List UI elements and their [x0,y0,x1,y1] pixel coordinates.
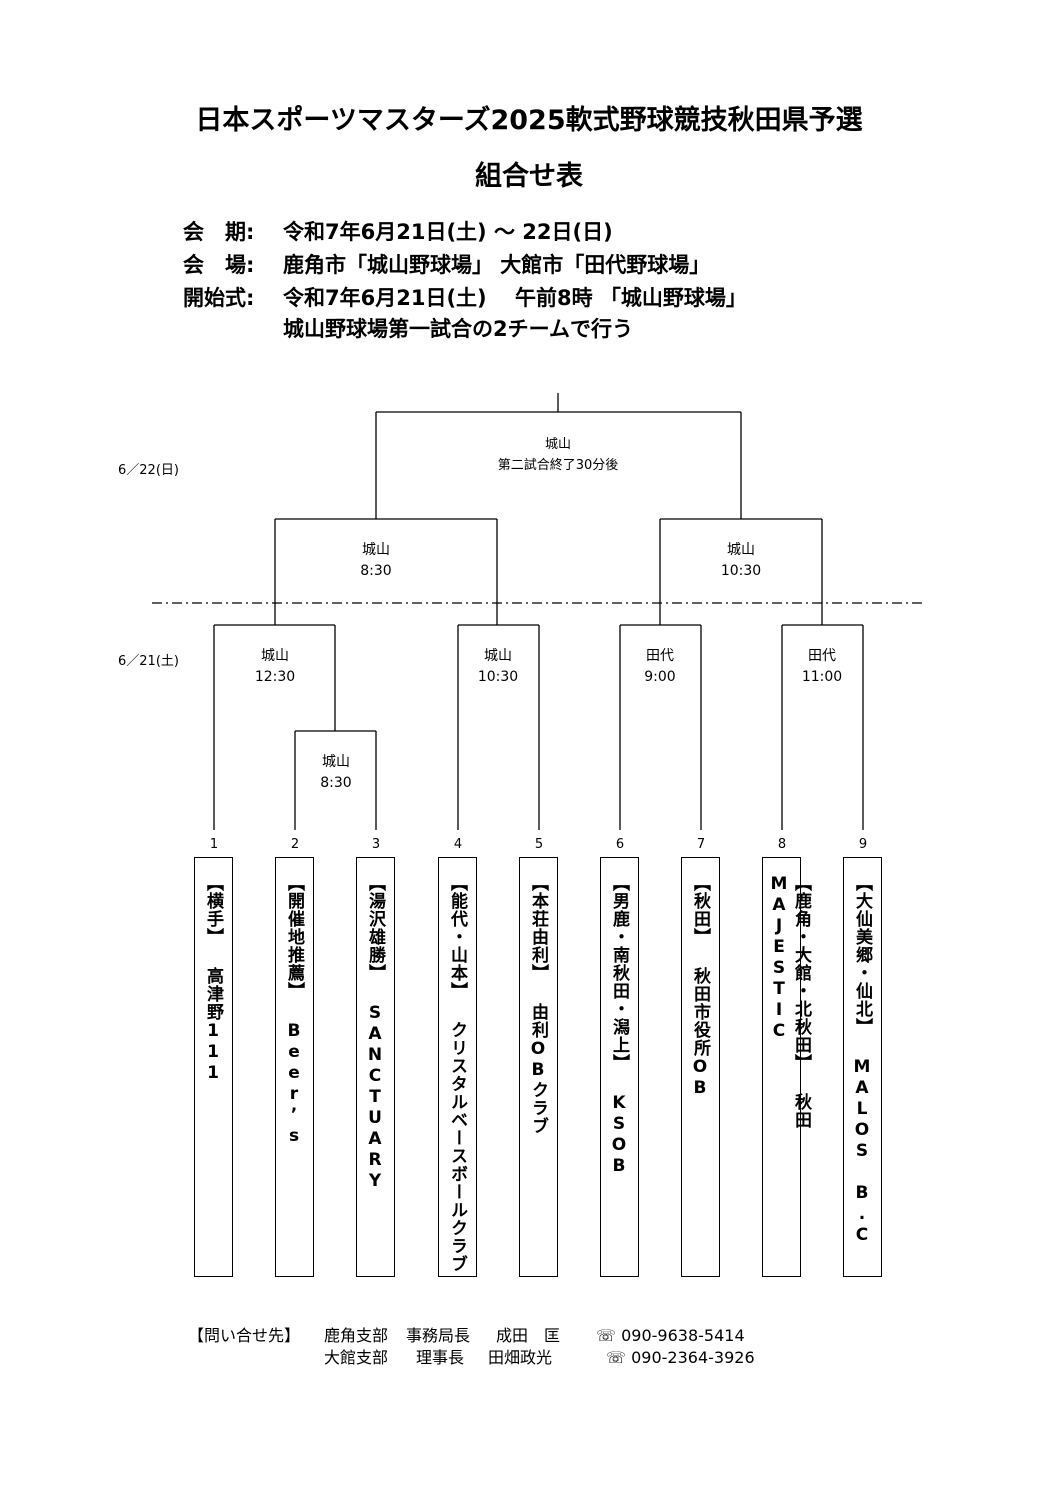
match-time: 8:30 [360,563,392,579]
team-box: 【大仙美郷・仙北】 MALOS B.C [843,857,882,1277]
match-venue: 城山 [727,542,755,558]
venue-value: 鹿角市「城山野球場」 大館市「田代野球場」 [283,253,711,277]
match-r1-a: 城山 12:30 [205,646,345,688]
period-row: 会 期: 令和7年6月21日(土) ～ 22日(日) [183,216,613,246]
match-time: 10:30 [477,669,519,685]
period-value: 令和7年6月21日(土) ～ 22日(日) [283,220,613,244]
date-day2: 6／22(日) [118,463,179,478]
opening-label: 開始式: [183,286,255,310]
team-number: 8 [777,837,787,852]
team-number: 6 [615,837,625,852]
team-name: 【横手】 高津野111 [203,874,223,1084]
team-number: 2 [290,837,300,852]
period-label: 会 期: [183,220,255,244]
match-time: 9:00 [644,669,676,685]
match-venue: 田代 [808,648,836,664]
team-box: 【開催地推薦】 Beer’s [275,857,314,1277]
contact-branch: 鹿角支部 [324,1326,389,1345]
match-final: 城山 第二試合終了30分後 [488,434,628,476]
match-venue: 城山 [362,542,390,558]
team-box: 【鹿角・大館・北秋田】 秋田MAJESTIC [762,857,811,1277]
match-venue: 城山 [261,648,289,664]
team-number: 5 [534,837,544,852]
date-day1: 6／21(土) [118,654,179,669]
page-title: 日本スポーツマスターズ2025軟式野球競技秋田県予選 [195,105,863,136]
team-number: 4 [453,837,463,852]
team-box: 【本荘由利】 由利OBクラブ [519,857,558,1277]
opening-note: 城山野球場第一試合の2チームで行う [283,317,633,341]
match-venue: 城山 [484,648,512,664]
match-pre: 城山 8:30 [266,752,406,794]
team-name: 【開催地推薦】 Beer’s [284,874,304,1147]
contact-row-1: 【問い合せ先】 鹿角支部事務局長 成田 匡 ☏ 090-9638-5414 [188,1322,745,1346]
team-number: 9 [858,837,868,852]
contact-role: 理事長 [416,1348,465,1367]
team-name: 【鹿角・大館・北秋田】 秋田MAJESTIC [769,874,811,1129]
match-venue: 城山 [322,754,350,770]
match-time: 12:30 [254,669,296,685]
page-subtitle: 組合せ表 [475,161,583,192]
team-box: 【能代・山本】 クリスタルベースボールクラブ [438,857,477,1277]
match-time: 11:00 [801,669,843,685]
team-name: 【湯沢雄勝】 SANCTUARY [365,874,385,1192]
venue-row: 会 場: 鹿角市「城山野球場」 大館市「田代野球場」 [183,249,710,279]
team-number: 3 [371,837,381,852]
team-box: 【男鹿・南秋田・潟上】 KSOB [600,857,639,1277]
match-time: 8:30 [320,775,352,791]
match-r1-b: 城山 10:30 [428,646,568,688]
match-semi-right: 城山 10:30 [671,540,811,582]
team-name: 【秋田】 秋田市役所OB [690,874,710,1099]
match-time: 10:30 [720,563,762,579]
opening-row: 開始式: 令和7年6月21日(土) 午前8時 「城山野球場」 [183,282,747,312]
match-semi-left: 城山 8:30 [306,540,446,582]
contact-label: 【問い合せ先】 [188,1326,301,1345]
team-box: 【横手】 高津野111 [194,857,233,1277]
team-name: 【男鹿・南秋田・潟上】 KSOB [609,874,629,1177]
match-r1-c: 田代 9:00 [590,646,730,688]
team-name: 【大仙美郷・仙北】 MALOS B.C [852,874,872,1246]
contact-row-2: 大館支部 理事長 田畑政光 ☏ 090-2364-3926 [324,1344,755,1368]
contact-name: 田畑政光 [488,1348,553,1367]
match-venue: 田代 [646,648,674,664]
contact-phone: ☏ 090-9638-5414 [596,1326,745,1345]
match-time: 第二試合終了30分後 [497,458,619,473]
venue-label: 会 場: [183,253,255,277]
team-box: 【湯沢雄勝】 SANCTUARY [356,857,395,1277]
contact-name: 成田 匡 [496,1326,561,1345]
opening-value: 令和7年6月21日(土) 午前8時 「城山野球場」 [283,286,747,310]
match-r1-d: 田代 11:00 [752,646,892,688]
contact-phone: ☏ 090-2364-3926 [606,1348,755,1367]
contact-branch: 大館支部 [324,1348,389,1367]
team-number: 7 [696,837,706,852]
team-name: 【能代・山本】 クリスタルベースボールクラブ [447,874,467,1273]
match-venue: 城山 [544,437,571,452]
contact-role: 事務局長 [406,1326,471,1345]
team-box: 【秋田】 秋田市役所OB [681,857,720,1277]
team-name: 【本荘由利】 由利OBクラブ [528,874,548,1135]
team-number: 1 [209,837,219,852]
